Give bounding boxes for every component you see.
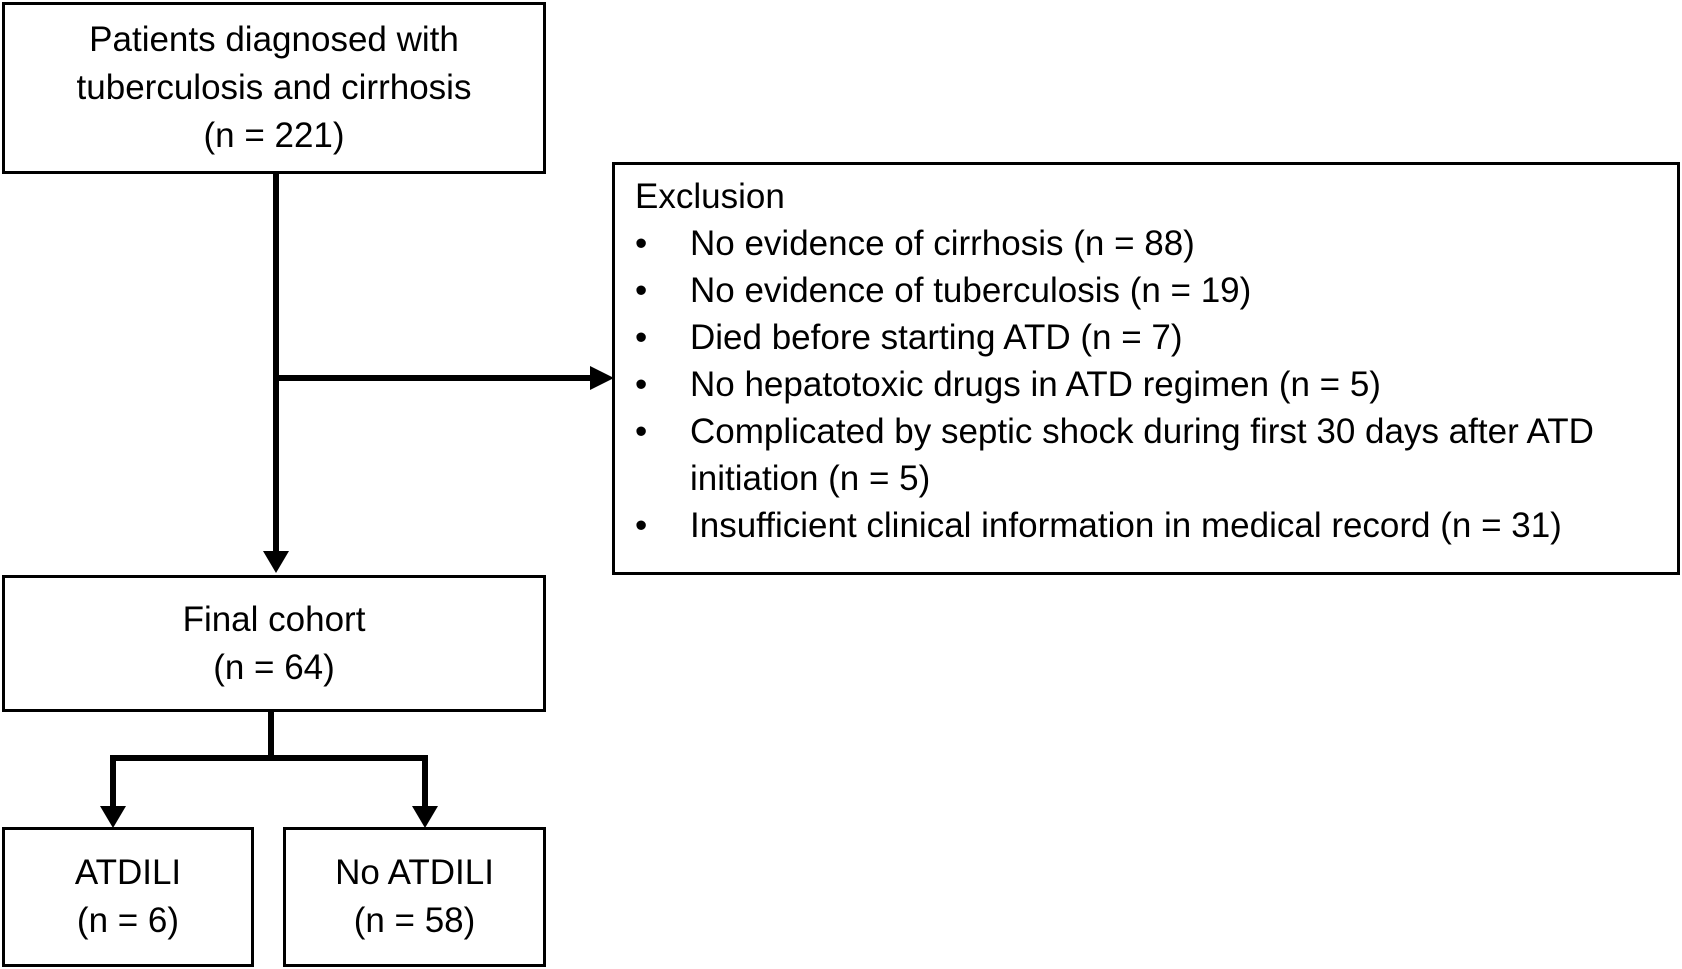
exclusion-item: • Died before starting ATD (n = 7)	[635, 314, 1657, 361]
exclusion-item: • Complicated by septic shock during fir…	[635, 408, 1657, 502]
atdili-count: (n = 6)	[76, 901, 180, 940]
left-branch-connector	[110, 755, 116, 807]
exclusion-list: • No evidence of cirrhosis (n = 88) • No…	[635, 220, 1657, 549]
exclusion-item-text: Insufficient clinical information in med…	[690, 506, 1562, 545]
exclusion-item: • No evidence of tuberculosis (n = 19)	[635, 267, 1657, 314]
final-cohort-label: Final cohort	[182, 599, 366, 639]
arrow-to-final-cohort	[263, 551, 289, 573]
bullet-icon: •	[635, 224, 648, 263]
bullet-icon: •	[635, 365, 648, 404]
exclusion-item: • No evidence of cirrhosis (n = 88)	[635, 220, 1657, 267]
patients-count: (n = 221)	[203, 116, 345, 155]
bullet-icon: •	[635, 271, 648, 310]
exclusion-connector	[276, 375, 592, 381]
exclusion-item-text: No evidence of cirrhosis (n = 88)	[690, 224, 1195, 263]
no-atdili-label: No ATDILI	[335, 853, 494, 892]
atdili-label: ATDILI	[74, 853, 182, 892]
main-vertical-connector	[273, 174, 279, 552]
bullet-icon: •	[635, 318, 648, 357]
atdili-box: ATDILI (n = 6)	[2, 827, 254, 967]
final-cohort-count: (n = 64)	[213, 647, 335, 687]
final-cohort-box: Final cohort (n = 64)	[2, 575, 546, 712]
exclusion-item-text: Died before starting ATD (n = 7)	[690, 318, 1183, 357]
split-vertical-connector	[268, 712, 274, 760]
split-horizontal-connector	[110, 755, 428, 761]
bullet-icon: •	[635, 412, 648, 451]
exclusion-item: • Insufficient clinical information in m…	[635, 502, 1657, 549]
no-atdili-box: No ATDILI (n = 58)	[283, 827, 546, 967]
exclusion-item: • No hepatotoxic drugs in ATD regimen (n…	[635, 361, 1657, 408]
bullet-icon: •	[635, 506, 648, 545]
patients-label-line2: tuberculosis and cirrhosis	[76, 68, 472, 107]
no-atdili-count: (n = 58)	[353, 901, 476, 940]
arrow-to-no-atdili	[412, 806, 438, 828]
exclusion-item-text: Complicated by septic shock during first…	[690, 412, 1594, 498]
arrow-to-exclusion	[590, 366, 614, 390]
exclusion-title: Exclusion	[635, 177, 785, 216]
patients-label-line1: Patients diagnosed with	[89, 20, 459, 59]
right-branch-connector	[422, 755, 428, 807]
patients-box: Patients diagnosed with tuberculosis and…	[2, 2, 546, 174]
arrow-to-atdili	[100, 806, 126, 828]
exclusion-box: Exclusion • No evidence of cirrhosis (n …	[612, 162, 1680, 575]
exclusion-item-text: No evidence of tuberculosis (n = 19)	[690, 271, 1252, 310]
exclusion-item-text: No hepatotoxic drugs in ATD regimen (n =…	[690, 365, 1381, 404]
